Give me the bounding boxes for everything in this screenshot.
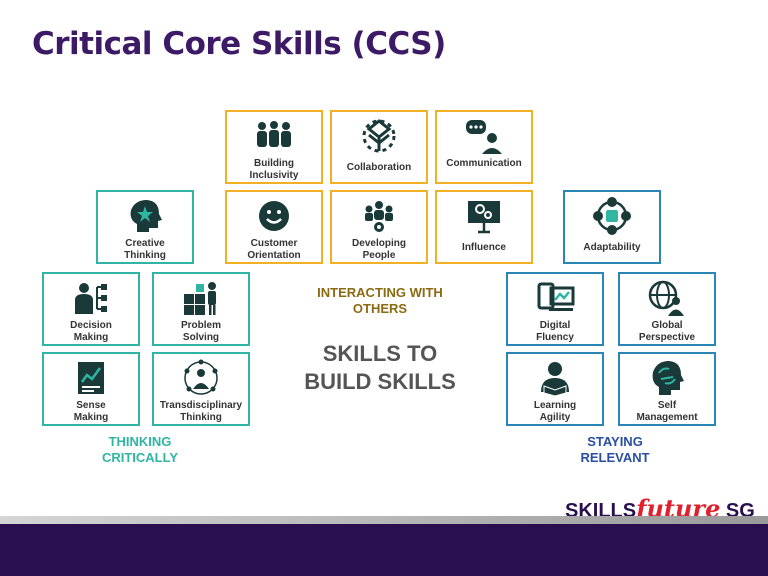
skill-card-developing-people[interactable]: Developing People (330, 190, 428, 264)
skill-label: Global Perspective (638, 320, 696, 343)
hands-circle-icon (332, 116, 426, 156)
skill-label: Decision Making (70, 320, 112, 343)
skill-label: Creative Thinking (124, 238, 166, 261)
skill-card-problem-solving[interactable]: Problem Solving (152, 272, 250, 346)
skill-label: Customer Orientation (247, 238, 301, 261)
skill-card-creative-thinking[interactable]: Creative Thinking (96, 190, 194, 264)
skill-card-building-inclusivity[interactable]: Building Inclusivity (225, 110, 323, 184)
skill-label: Transdisciplinary Thinking (159, 400, 243, 423)
person-flow-icon (44, 278, 138, 318)
skill-label: Self Management (636, 400, 698, 423)
skill-card-transdisciplinary-thinking[interactable]: Transdisciplinary Thinking (152, 352, 250, 426)
cycle-people-icon (565, 196, 659, 236)
chart-doc-icon (44, 358, 138, 398)
skill-label: Problem Solving (180, 320, 221, 343)
person-network-icon (154, 358, 248, 398)
chat-person-icon (437, 116, 531, 156)
people-group-icon (227, 116, 321, 156)
skill-label: Adaptability (583, 242, 641, 253)
head-idea-icon (98, 196, 192, 236)
skill-card-influence[interactable]: Influence (435, 190, 533, 264)
presentation-icon (437, 196, 531, 236)
skill-label: Influence (462, 242, 506, 253)
skill-card-collaboration[interactable]: Collaboration (330, 110, 428, 184)
category-interacting-label: INTERACTING WITH OTHERS (317, 285, 443, 316)
skill-label: Sense Making (73, 400, 109, 423)
globe-person-icon (620, 278, 714, 318)
skill-label: Learning Agility (533, 400, 577, 423)
skill-label: Collaboration (346, 162, 412, 173)
page-title: Critical Core Skills (CCS) (32, 26, 446, 62)
reader-icon (508, 358, 602, 398)
skill-card-adaptability[interactable]: Adaptability (563, 190, 661, 264)
brain-head-icon (620, 358, 714, 398)
skill-label: Developing People (352, 238, 406, 261)
puzzle-person-icon (154, 278, 248, 318)
skill-card-decision-making[interactable]: Decision Making (42, 272, 140, 346)
category-staying-label: STAYING RELEVANT (580, 434, 650, 465)
team-growth-icon (332, 196, 426, 236)
skill-card-customer-orientation[interactable]: Customer Orientation (225, 190, 323, 264)
skill-card-communication[interactable]: Communication (435, 110, 533, 184)
skill-label: Communication (446, 158, 522, 169)
skill-label: Digital Fluency (536, 320, 574, 343)
skill-card-digital-fluency[interactable]: Digital Fluency (506, 272, 604, 346)
smiley-icon (227, 196, 321, 236)
center-heading: SKILLS TO BUILD SKILLS (304, 341, 456, 394)
footer-stripe (0, 516, 768, 524)
skill-label: Building Inclusivity (249, 158, 299, 181)
footer-bar (0, 524, 768, 576)
skill-card-sense-making[interactable]: Sense Making (42, 352, 140, 426)
skill-card-learning-agility[interactable]: Learning Agility (506, 352, 604, 426)
devices-icon (508, 278, 602, 318)
skill-card-self-management[interactable]: Self Management (618, 352, 716, 426)
skill-card-global-perspective[interactable]: Global Perspective (618, 272, 716, 346)
category-thinking-label: THINKING CRITICALLY (101, 434, 179, 465)
